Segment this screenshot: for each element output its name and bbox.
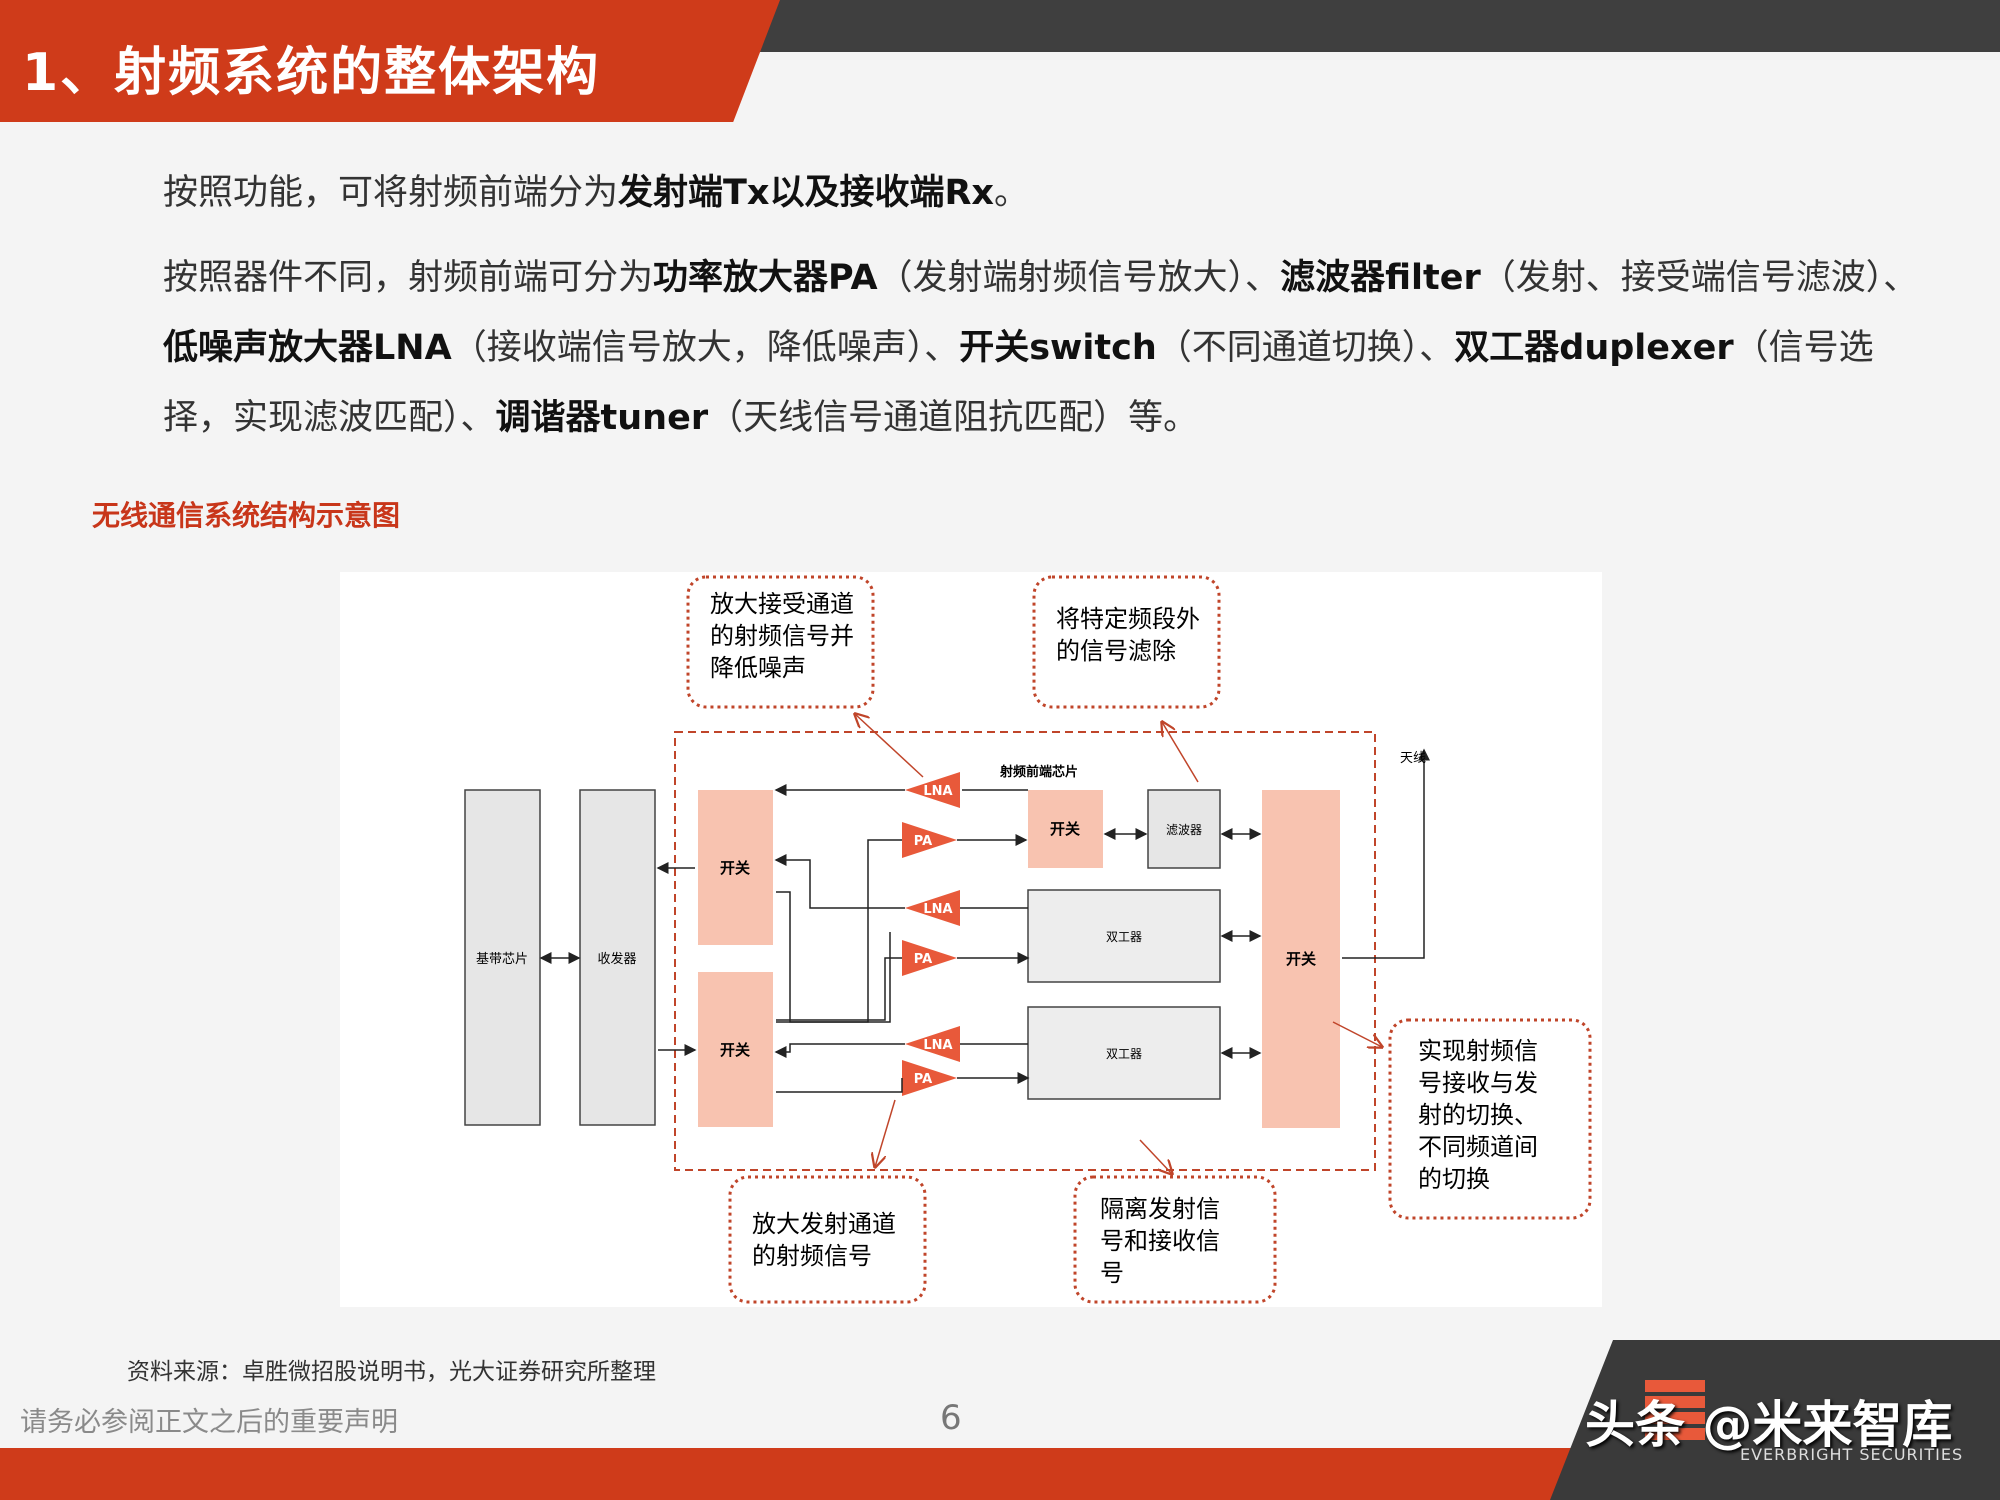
callout-duplexer-line1: 隔离发射信 bbox=[1100, 1195, 1220, 1223]
footer-bar-dark bbox=[1550, 1340, 2000, 1500]
callout-switch bbox=[1388, 1018, 1592, 1220]
header-bar-dark bbox=[700, 0, 2000, 52]
brand-text: EVERBRIGHT SECURITIES bbox=[1740, 1445, 1964, 1464]
source-note: 资料来源：卓胜微招股说明书，光大证券研究所整理 bbox=[127, 1359, 656, 1385]
switch-right-label: 开关 bbox=[1286, 950, 1316, 968]
everbright-logo-icon bbox=[1645, 1380, 1705, 1440]
baseband-label: 基带芯片 bbox=[476, 952, 528, 967]
callout-switch-line5: 的切换 bbox=[1418, 1165, 1490, 1193]
paragraph-function: 按照功能，可将射频前端分为发射端Tx以及接收端Rx。 bbox=[163, 173, 1030, 213]
switch-mid bbox=[1028, 790, 1103, 868]
callout-lna-line2: 的射频信号并 bbox=[710, 622, 854, 650]
callout-lna bbox=[686, 575, 875, 709]
lna-2: LNA bbox=[905, 890, 960, 926]
lna-1: LNA bbox=[905, 772, 960, 808]
switch-left-top bbox=[698, 790, 773, 945]
page-title: 1、射频系统的整体架构 bbox=[22, 43, 601, 103]
callout-pa-line1: 放大发射通道 bbox=[752, 1210, 896, 1238]
paragraph-components: 按照器件不同，射频前端可分为功率放大器PA（发射端射频信号放大）、滤波器filt… bbox=[163, 258, 1919, 438]
callout-filter bbox=[1032, 575, 1221, 709]
callout-duplexer-line2: 号和接收信 bbox=[1100, 1227, 1220, 1255]
rf-architecture-diagram: 射频前端芯片 基带芯片 收发器 开关 开关 LNA PA LNA PA LNA … bbox=[340, 572, 1602, 1307]
baseband-box bbox=[464, 789, 541, 1126]
callout-switch-line2: 号接收与发 bbox=[1418, 1069, 1538, 1097]
duplexer-1 bbox=[1027, 889, 1221, 983]
pa-2: PA bbox=[902, 940, 957, 976]
header-bar-red bbox=[0, 0, 780, 122]
svg-text:LNA: LNA bbox=[923, 784, 952, 799]
rf-chip-boundary bbox=[674, 731, 1376, 1171]
svg-text:LNA: LNA bbox=[923, 902, 952, 917]
switch-left-bottom bbox=[698, 972, 773, 1127]
page-number: 6 bbox=[940, 1398, 962, 1438]
callout-filter-line2: 的信号滤除 bbox=[1056, 637, 1176, 665]
callout-duplexer-line3: 号 bbox=[1100, 1259, 1124, 1287]
svg-text:PA: PA bbox=[914, 1072, 932, 1087]
callout-switch-line4: 不同频道间 bbox=[1418, 1133, 1538, 1161]
svg-text:LNA: LNA bbox=[923, 1038, 952, 1053]
rf-chip-label: 射频前端芯片 bbox=[999, 764, 1078, 780]
filter-box bbox=[1147, 789, 1221, 869]
svg-text:PA: PA bbox=[914, 952, 932, 967]
switch-left-top-label: 开关 bbox=[720, 859, 750, 877]
duplexer-2 bbox=[1027, 1006, 1221, 1100]
transceiver-label: 收发器 bbox=[597, 951, 636, 967]
diagram-svg: 射频前端芯片 基带芯片 收发器 开关 开关 LNA PA LNA PA LNA … bbox=[464, 575, 1592, 1304]
duplexer-2-label: 双工器 bbox=[1106, 1047, 1142, 1061]
callout-lna-line3: 降低噪声 bbox=[710, 654, 806, 682]
callout-switch-line1: 实现射频信 bbox=[1418, 1037, 1538, 1065]
filter-label: 滤波器 bbox=[1166, 823, 1202, 837]
callout-pa bbox=[728, 1175, 927, 1304]
duplexer-1-label: 双工器 bbox=[1106, 930, 1142, 944]
switch-mid-label: 开关 bbox=[1050, 820, 1080, 838]
pa-1: PA bbox=[902, 822, 957, 858]
callout-lna-line1: 放大接受通道 bbox=[710, 590, 854, 618]
antenna-label: 天线 bbox=[1400, 751, 1426, 766]
watermark: 头条 @米来智库 bbox=[1585, 1396, 1953, 1454]
lna-3: LNA bbox=[905, 1026, 960, 1062]
switch-left-bottom-label: 开关 bbox=[720, 1041, 750, 1059]
svg-text:PA: PA bbox=[914, 834, 932, 849]
pa-3: PA bbox=[902, 1060, 957, 1096]
callout-filter-line1: 将特定频段外 bbox=[1056, 605, 1200, 633]
callout-switch-line3: 射的切换、 bbox=[1418, 1101, 1538, 1129]
callout-pa-line2: 的射频信号 bbox=[752, 1242, 872, 1270]
switch-right bbox=[1262, 790, 1340, 1128]
figure-title: 无线通信系统结构示意图 bbox=[92, 499, 401, 532]
disclaimer: 请务必参阅正文之后的重要声明 bbox=[20, 1407, 398, 1438]
